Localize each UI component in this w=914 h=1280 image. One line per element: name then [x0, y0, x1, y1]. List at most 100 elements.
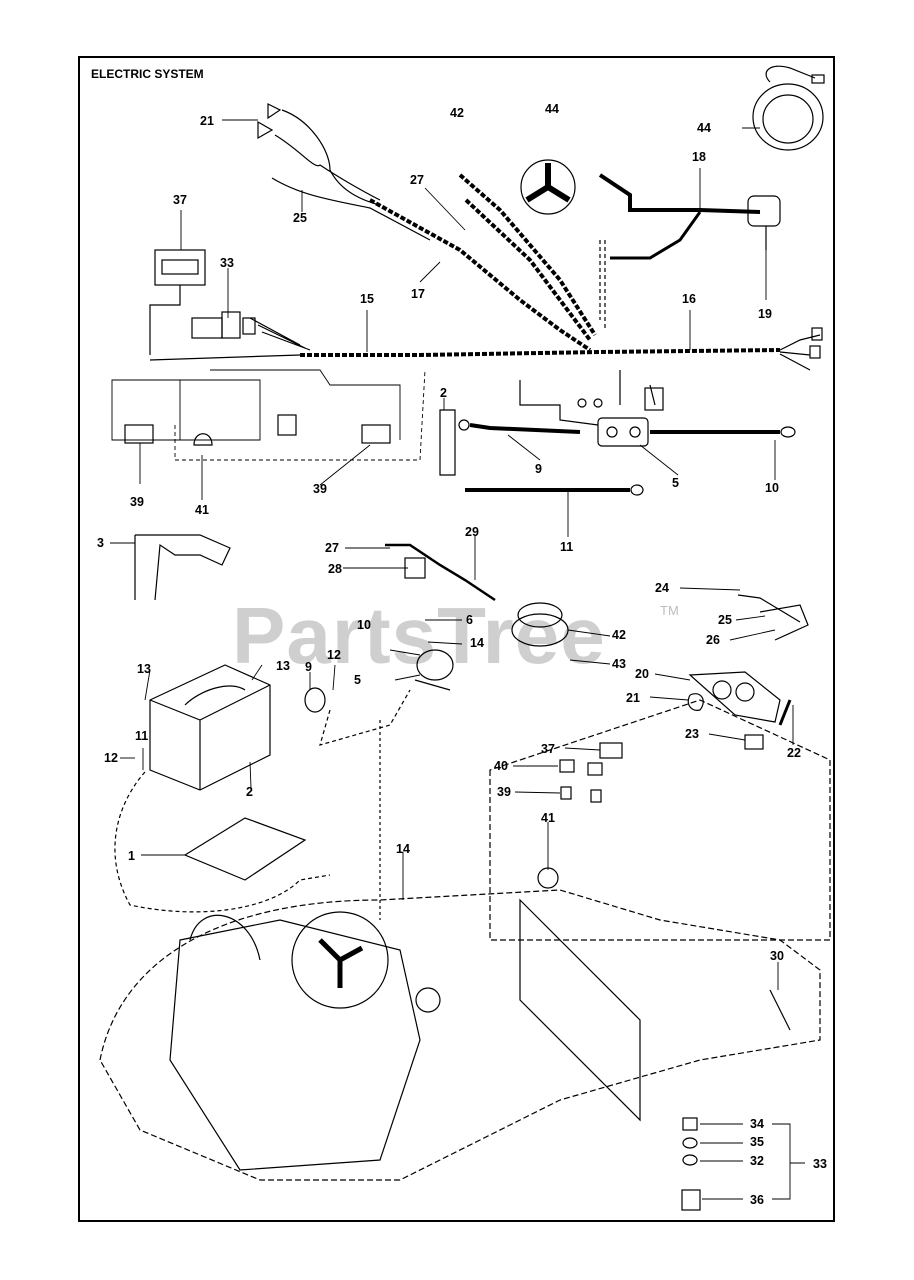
- switch-leads: [249, 317, 311, 351]
- callout-9: 9: [535, 462, 542, 476]
- part-34: [682, 1117, 698, 1131]
- harness-24: [737, 594, 801, 623]
- dashed-cable: [319, 689, 411, 746]
- callout-36: 36: [750, 1193, 764, 1207]
- callout-33: 33: [220, 256, 234, 270]
- relay: [277, 414, 297, 436]
- callout-10: 10: [765, 481, 779, 495]
- frame-rear: [489, 699, 831, 941]
- terminal-cover-9: [304, 687, 326, 713]
- callout-34: 34: [750, 1117, 764, 1131]
- callout-44: 44: [697, 121, 711, 135]
- callout-29: 29: [465, 525, 479, 539]
- callout-2: 2: [440, 386, 447, 400]
- callout-20: 20: [635, 667, 649, 681]
- cable-9: [469, 423, 581, 434]
- callout-18: 18: [692, 150, 706, 164]
- callout-43: 43: [612, 657, 626, 671]
- callout-26: 26: [706, 633, 720, 647]
- diagram-frame: [78, 56, 835, 1222]
- ignition-switch-33: [191, 311, 256, 339]
- ground-cable-11: [114, 771, 331, 913]
- switch-40b: [587, 762, 603, 776]
- harness-branch-2: [458, 173, 597, 337]
- part-36: [681, 1189, 701, 1211]
- meter-lead: [149, 285, 181, 355]
- callout-44: 44: [545, 102, 559, 116]
- fan-icon: [520, 159, 576, 215]
- watermark-trademark: TM: [660, 603, 679, 618]
- callout-27: 27: [325, 541, 339, 555]
- chassis-outline: [99, 889, 821, 1181]
- callout-21: 21: [626, 691, 640, 705]
- relay-2: [644, 387, 664, 411]
- wiring-dashed: [174, 369, 426, 461]
- callout-30: 30: [770, 949, 784, 963]
- callout-13: 13: [137, 662, 151, 676]
- harness-18: [598, 173, 761, 214]
- callout-39: 39: [313, 482, 327, 496]
- cable-30: [769, 989, 791, 1031]
- bulb-21: [687, 693, 704, 711]
- callout-42: 42: [450, 106, 464, 120]
- solenoid-19: [747, 195, 781, 227]
- callout-5: 5: [354, 673, 361, 687]
- callout-27: 27: [410, 173, 424, 187]
- hour-meter-37: [154, 249, 206, 286]
- engine: [169, 911, 421, 1171]
- callout-24: 24: [655, 581, 669, 595]
- harness-17: [369, 198, 592, 352]
- callout-14: 14: [396, 842, 410, 856]
- battery-symbol-2: [439, 409, 456, 476]
- callout-42: 42: [612, 628, 626, 642]
- solenoid-5: [414, 649, 454, 691]
- callout-6: 6: [466, 613, 473, 627]
- part-35: [682, 1137, 698, 1149]
- fuel-pump-42: [511, 602, 569, 647]
- watermark: PartsTree: [232, 591, 606, 680]
- callout-39: 39: [130, 495, 144, 509]
- reflector-triangles-21: [257, 103, 381, 206]
- wiring-path: [210, 369, 401, 440]
- callout-41: 41: [541, 811, 555, 825]
- switch-39-right: [361, 424, 391, 444]
- callout-37: 37: [541, 742, 555, 756]
- part-32: [682, 1154, 698, 1166]
- harness-15-16: [300, 348, 781, 357]
- frame-bracket: [519, 898, 641, 1122]
- callout-35: 35: [750, 1135, 764, 1149]
- callout-2: 2: [246, 785, 253, 799]
- callout-40: 40: [494, 759, 508, 773]
- switch-39a: [560, 786, 572, 800]
- callout-1: 1: [128, 849, 135, 863]
- horn-icon: [752, 65, 825, 151]
- bracket-3: [134, 534, 231, 601]
- headlight-20: [688, 671, 781, 723]
- harness-18-branch: [610, 211, 702, 260]
- wiring-box: [111, 379, 261, 441]
- callout-19: 19: [758, 307, 772, 321]
- harness-lead: [149, 354, 301, 361]
- switch-39b: [590, 789, 602, 803]
- bracket-26: [759, 604, 809, 641]
- light-41: [193, 433, 213, 446]
- callout-39: 39: [497, 785, 511, 799]
- battery-2: [149, 664, 271, 791]
- callout-13: 13: [276, 659, 290, 673]
- harness-branch: [464, 198, 592, 342]
- screw-22: [778, 699, 792, 726]
- oil-cap: [415, 987, 441, 1013]
- callout-28: 28: [328, 562, 342, 576]
- dashed-route: [599, 240, 606, 330]
- callout-11: 11: [560, 540, 573, 554]
- callout-12: 12: [104, 751, 118, 765]
- light-41-part: [537, 867, 559, 889]
- callout-37: 37: [173, 193, 187, 207]
- switch-39-left: [124, 424, 154, 444]
- callout-11: 11: [135, 729, 148, 743]
- callout-22: 22: [787, 746, 801, 760]
- callout-25: 25: [718, 613, 732, 627]
- callout-33: 33: [813, 1157, 827, 1171]
- page-title: ELECTRIC SYSTEM: [91, 67, 204, 81]
- manual-1: [183, 817, 307, 881]
